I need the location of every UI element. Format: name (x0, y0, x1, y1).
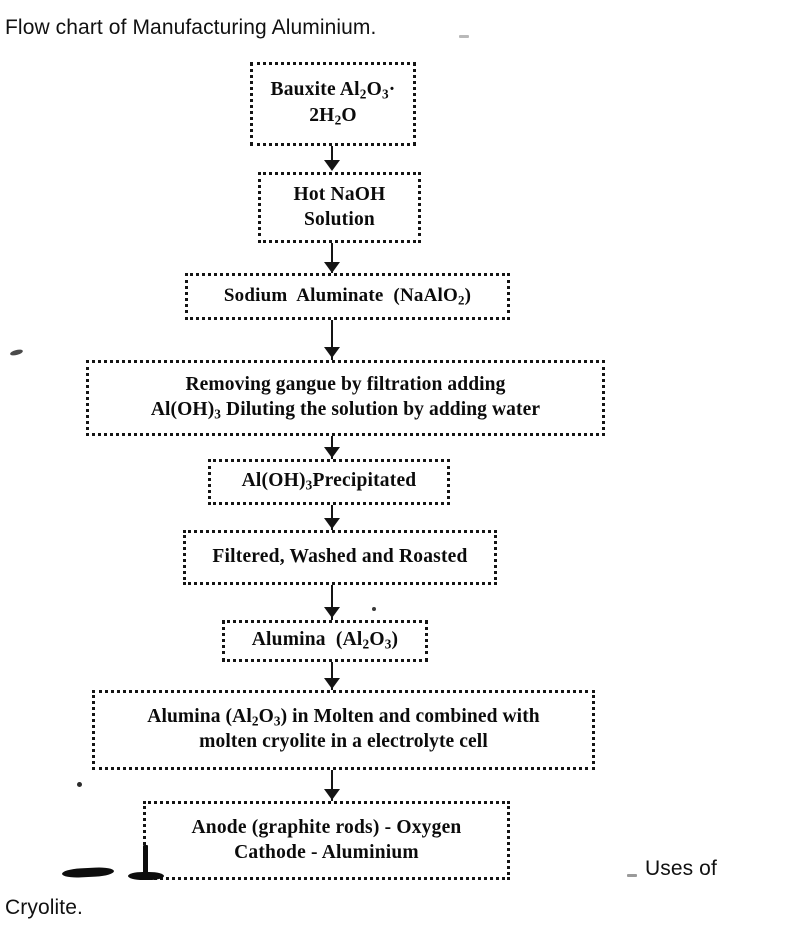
flow-node-bauxite: Bauxite Al2O3· 2H2O (250, 62, 416, 146)
flow-node-removing-gangue-line-2: Al(OH)3 Diluting the solution by adding … (150, 398, 541, 422)
flow-node-molten-cryolite-line-2: molten cryolite in a electrolyte cell (199, 731, 488, 753)
flow-node-hot-naoh-line-2: Solution (304, 208, 375, 230)
flow-node-removing-gangue-line-1: Removing gangue by filtration adding (185, 373, 506, 395)
flow-node-hot-naoh-line-1: Hot NaOH (293, 183, 386, 205)
trailing-text-uses-of: Uses of (645, 857, 717, 880)
flow-node-electrodes-line-2: Cathode - Aluminium (234, 841, 419, 863)
flow-node-sodium-aluminate: Sodium Aluminate (NaAlO2) (185, 273, 510, 320)
scan-speck-artifact-alumina (372, 607, 376, 611)
scan-dash-artifact-bottom (627, 874, 637, 877)
flow-node-sodium-aluminate-line-1: Sodium Aluminate (NaAlO2) (223, 284, 472, 308)
flow-node-hot-naoh-solution: Hot NaOH Solution (258, 172, 421, 243)
scan-smudge-artifact-stem (143, 845, 148, 879)
flow-node-aloh3-precipitated-line-1: Al(OH)3Precipitated (241, 470, 417, 493)
flow-node-bauxite-line-1: Bauxite Al2O3· (270, 79, 396, 103)
flow-node-molten-cryolite-cell: Alumina (Al2O3) in Molten and combined w… (92, 690, 595, 770)
flow-node-molten-cryolite-line-1: Alumina (Al2O3) in Molten and combined w… (147, 705, 540, 729)
flow-node-alumina-line-1: Alumina (Al2O3) (251, 629, 399, 652)
closing-text-cryolite: Cryolite. (5, 896, 83, 919)
flow-node-bauxite-line-2: 2H2O (309, 105, 357, 128)
flow-node-aloh3-precipitated: Al(OH)3Precipitated (208, 459, 450, 505)
page-title: Flow chart of Manufacturing Aluminium. (5, 16, 377, 39)
scan-speck-artifact-middle (77, 782, 82, 787)
scan-dash-artifact-top (459, 35, 469, 38)
flow-node-electrodes: Anode (graphite rods) - Oxygen Cathode -… (143, 801, 510, 880)
flow-node-filtered-washed-roasted: Filtered, Washed and Roasted (183, 530, 497, 585)
flow-node-filtered-line-1: Filtered, Washed and Roasted (212, 546, 468, 568)
scan-smudge-artifact-left (61, 866, 115, 879)
flow-node-electrodes-line-1: Anode (graphite rods) - Oxygen (191, 816, 462, 838)
scan-speck-artifact-left (9, 348, 24, 357)
flow-node-removing-gangue: Removing gangue by filtration adding Al(… (86, 360, 605, 436)
scan-smudge-artifact-foot (128, 872, 164, 880)
flow-node-alumina: Alumina (Al2O3) (222, 620, 428, 662)
